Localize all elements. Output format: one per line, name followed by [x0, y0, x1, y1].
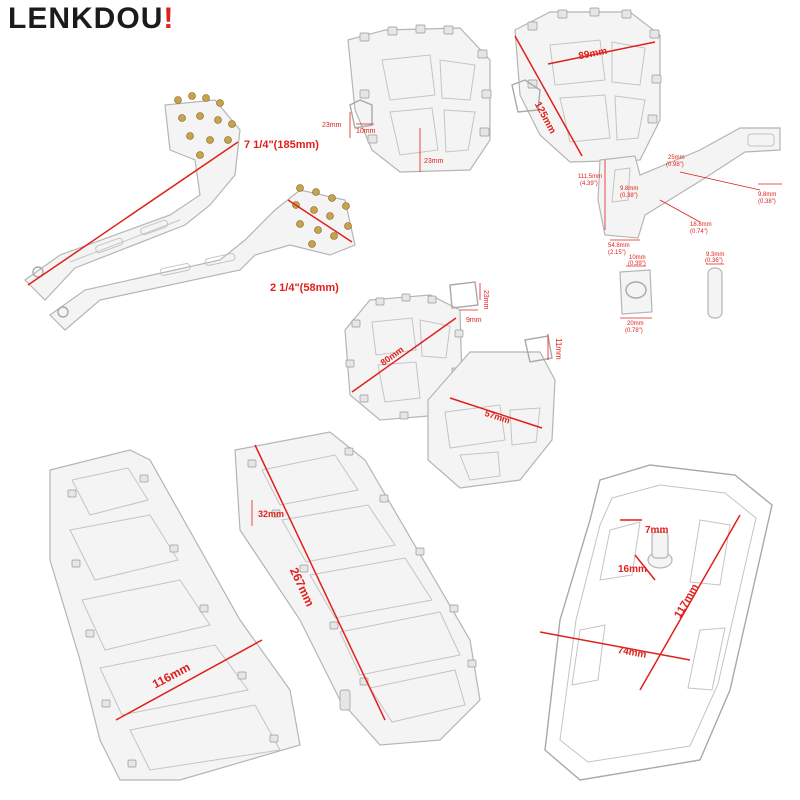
bracket-lower-label: 18.8mm [690, 222, 712, 228]
brand-logo: LENKDOU! [8, 2, 174, 36]
spacer [619, 265, 653, 319]
pad-length-label: 117mm [672, 582, 701, 620]
bracket-height-label: 111.5mm [578, 174, 602, 180]
bracket-width-in-label: (2.15") [608, 250, 626, 256]
foot-peg-b [511, 7, 662, 163]
gold-cleats-long [174, 92, 236, 159]
floorboard-middle-flange-label: 32mm [258, 509, 284, 519]
pad-width-label: 74mm [617, 645, 647, 661]
pin [706, 263, 724, 319]
bracket-offset-label: 25mm [668, 155, 685, 161]
spacer-hole-in-label: (0.39") [628, 261, 646, 267]
pad-pin-label: 7mm [645, 525, 668, 536]
peg-b-width-label: 89mm [578, 46, 609, 62]
floorboard-pad [539, 464, 773, 781]
peg-c-pin-a-label: 23mm [482, 290, 489, 310]
bracket-slot-label: 9.8mm [620, 186, 638, 192]
peg-a-mount-label: 10mm [356, 128, 376, 135]
brand-prefix: LENKD [8, 2, 117, 35]
floorboard-left [49, 449, 301, 781]
floorboard-middle [234, 431, 481, 746]
shift-lever-short-label: 2 1/4"(58mm) [270, 282, 339, 294]
pad-hole-label: 16mm [618, 564, 647, 575]
pin-dia-in-label: (0.36") [705, 258, 723, 264]
brand-suffix: U [140, 2, 164, 35]
peg-c-pin-b-label: 9mm [466, 317, 482, 324]
shift-lever-long [24, 92, 241, 301]
spacer-hole-label: 10mm [629, 255, 646, 261]
bracket-side-label: 9.8mm [758, 192, 776, 198]
foot-peg-d [427, 334, 556, 489]
bracket-width-label: 54.8mm [608, 243, 630, 249]
bracket-side-in-label: (0.38") [758, 199, 776, 205]
bracket-offset-in-label: (0.98") [666, 162, 684, 168]
peg-a-height-label: 23mm [322, 122, 342, 129]
bracket-slot-in-label: (0.38") [620, 193, 638, 199]
pin-dia-label: 9.3mm [706, 252, 724, 258]
bracket-lower-in-label: (0.74") [690, 229, 708, 235]
shift-lever-long-label: 7 1/4"(185mm) [244, 139, 319, 151]
brand-bang: ! [163, 2, 175, 35]
mount-bracket [597, 127, 782, 241]
peg-a-depth-label: 23mm [424, 158, 444, 165]
foot-peg-a [347, 24, 492, 173]
bracket-height-in-label: (4.39") [580, 181, 598, 187]
shift-lever-short [49, 184, 356, 331]
spacer-dia-label: 20mm [627, 321, 644, 327]
spacer-dia-in-label: (0.78") [625, 328, 643, 334]
peg-d-pin-label: 11mm [554, 338, 563, 360]
brand-mark: O [116, 2, 141, 35]
